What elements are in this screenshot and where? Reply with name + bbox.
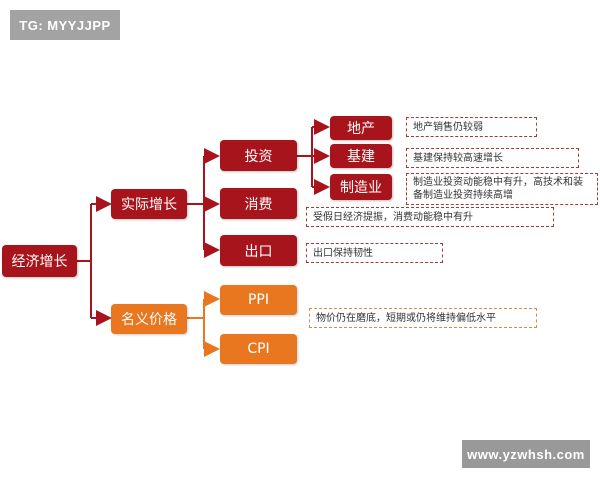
note-export: 出口保持韧性	[306, 243, 443, 263]
note-manufacturing: 制造业投资动能稳中有升，高技术和装备制造业投资持续高增	[406, 173, 598, 205]
connector-root	[77, 196, 112, 326]
watermark-top-left: TG: MYYJJPP	[10, 10, 120, 40]
node-manufacturing: 制造业	[330, 174, 392, 200]
node-consumption: 消费	[220, 188, 297, 219]
note-real-estate: 地产销售仍较弱	[406, 117, 537, 137]
connector-nominal-price	[187, 291, 220, 357]
connector-real-growth	[187, 148, 220, 258]
node-investment: 投资	[220, 140, 297, 171]
watermark-bottom-right: www.yzwhsh.com	[462, 440, 590, 468]
node-ppi: PPI	[220, 285, 297, 315]
node-economic-growth: 经济增长	[2, 245, 77, 277]
node-nominal-price: 名义价格	[111, 304, 187, 334]
node-real-growth: 实际增长	[111, 189, 187, 219]
node-real-estate: 地产	[330, 116, 392, 140]
node-infrastructure: 基建	[330, 144, 392, 168]
note-infrastructure: 基建保持较高速增长	[406, 148, 579, 168]
connector-investment	[297, 119, 330, 195]
node-cpi: CPI	[220, 334, 297, 364]
note-consumption: 受假日经济提振，消费动能稳中有升	[306, 207, 554, 227]
node-export: 出口	[220, 235, 297, 266]
note-price: 物价仍在磨底，短期或仍将维持偏低水平	[309, 308, 537, 328]
